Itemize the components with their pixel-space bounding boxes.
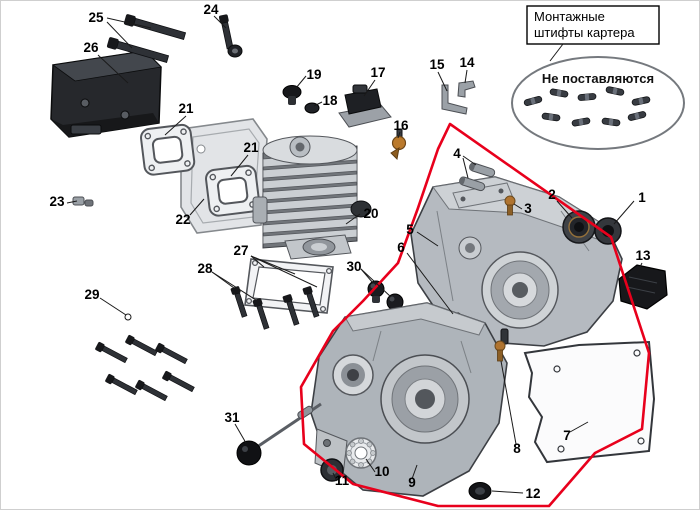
callout-20: 20 — [363, 206, 378, 221]
bracket — [441, 84, 468, 115]
screw — [302, 286, 320, 318]
screw — [155, 342, 188, 365]
callout-12: 12 — [525, 486, 540, 501]
screw — [282, 294, 300, 326]
callout-11: 11 — [335, 473, 350, 488]
callout-14: 14 — [459, 55, 475, 70]
note-line2: штифты картера — [534, 25, 635, 40]
crankcase-gasket — [523, 340, 656, 464]
callout-5: 5 — [406, 222, 414, 237]
callout-labels: 25 24 26 19 17 18 15 14 16 21 21 22 23 2… — [49, 2, 651, 501]
brass-screw — [504, 195, 516, 216]
callout-9: 9 — [408, 475, 416, 490]
cylinder — [252, 135, 372, 260]
gasket-small — [205, 164, 261, 217]
brass-screw — [494, 340, 506, 362]
note-group: Монтажные штифты картера Не поставляются — [511, 5, 685, 150]
spacer-part — [72, 196, 94, 207]
callout-7: 7 — [563, 428, 571, 443]
callout-10: 10 — [374, 464, 389, 479]
crankcase-assembly-outline — [299, 122, 651, 508]
callout-15: 15 — [429, 57, 445, 72]
not-supplied-label: Не поставляются — [542, 71, 654, 86]
clip — [457, 80, 476, 98]
oil-pump-cap — [236, 402, 322, 466]
not-supplied-ellipse — [511, 56, 685, 150]
callout-3: 3 — [524, 201, 532, 216]
screw-long — [106, 37, 170, 63]
callout-26: 26 — [83, 40, 99, 55]
callout-31: 31 — [224, 410, 240, 425]
callout-28: 28 — [197, 261, 213, 276]
leader-lines — [66, 15, 643, 494]
note-line1: Монтажные — [534, 9, 605, 24]
screw — [125, 334, 158, 357]
callout-21-a: 21 — [178, 101, 194, 116]
callout-16: 16 — [393, 118, 409, 133]
callout-6: 6 — [397, 240, 405, 255]
screw — [162, 370, 195, 393]
dowel-pin — [459, 176, 486, 192]
callout-17: 17 — [370, 65, 385, 80]
crankcase-pin-icons — [523, 86, 651, 127]
callout-22: 22 — [175, 212, 190, 227]
note-box — [526, 5, 660, 45]
cap-plug — [282, 85, 302, 105]
plug — [468, 482, 492, 500]
callout-30: 30 — [346, 259, 361, 274]
ball-bearing — [345, 437, 377, 469]
dowel-pin — [469, 162, 496, 178]
muffler — [50, 50, 162, 138]
callout-1: 1 — [638, 190, 646, 205]
oil-seal — [594, 217, 622, 245]
callout-21-b: 21 — [243, 140, 259, 155]
callout-25: 25 — [88, 10, 104, 25]
callout-4: 4 — [453, 146, 461, 161]
carburetor-spacer — [338, 84, 392, 128]
screw-short — [218, 14, 234, 50]
callout-19: 19 — [306, 67, 321, 82]
screw — [105, 373, 138, 396]
screw — [95, 341, 128, 364]
callout-18: 18 — [322, 93, 338, 108]
callout-2: 2 — [548, 187, 556, 202]
callout-24: 24 — [203, 2, 219, 17]
callout-23: 23 — [49, 194, 65, 209]
callout-8: 8 — [513, 441, 521, 456]
nut — [227, 44, 243, 58]
callout-13: 13 — [635, 248, 651, 263]
screw — [252, 298, 270, 330]
callout-27: 27 — [233, 243, 248, 258]
screw — [135, 379, 168, 402]
gasket-small — [140, 123, 196, 176]
callout-29: 29 — [84, 287, 99, 302]
